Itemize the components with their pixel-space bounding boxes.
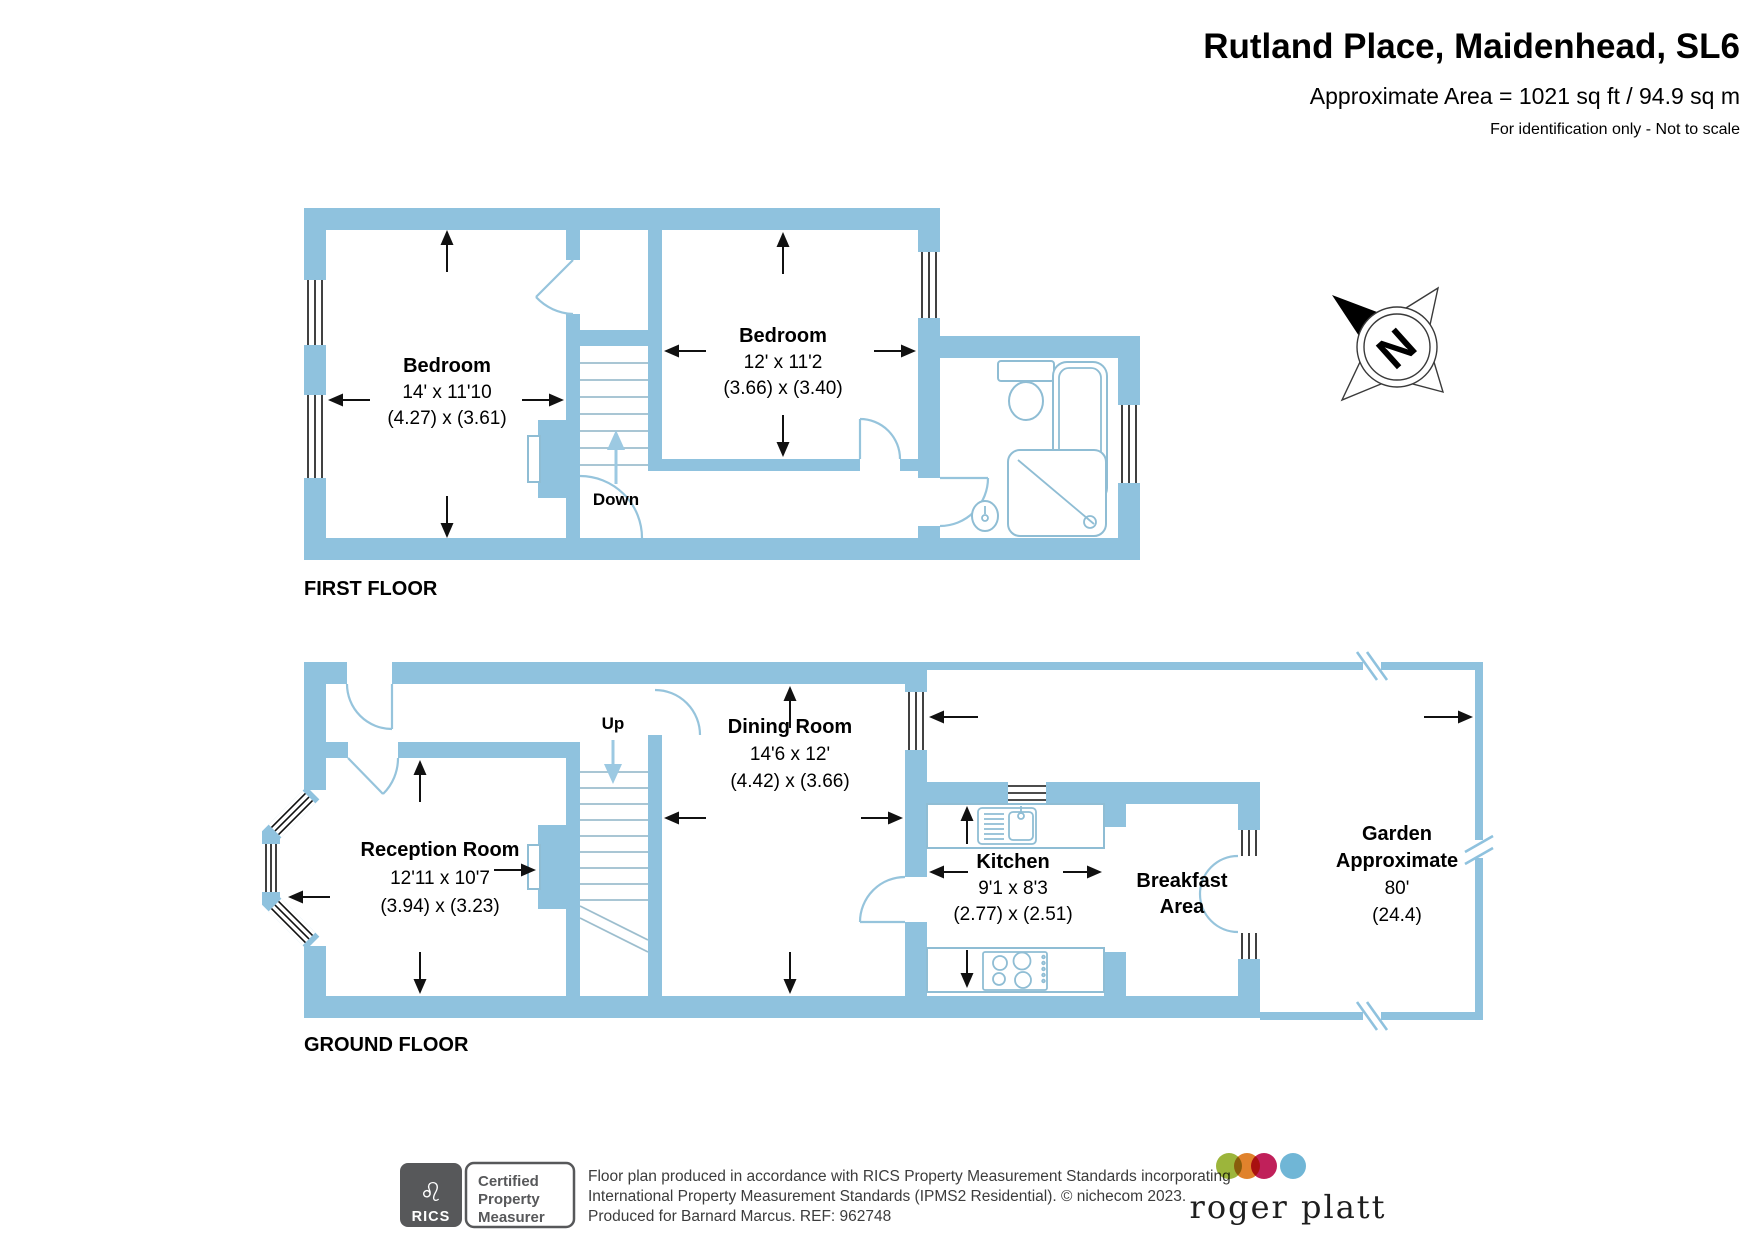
breakfast-line2: Area [1160, 896, 1205, 918]
area-text: Approximate Area = 1021 sq ft / 94.9 sq … [1310, 83, 1740, 109]
reception-dims-m: (3.94) x (3.23) [380, 896, 499, 917]
ground-floor-doors [345, 683, 1239, 934]
roger-platt-logo: roger platt [1190, 1153, 1387, 1226]
ground-floor-windows [905, 692, 1260, 959]
ground-floor-stairs [579, 740, 649, 953]
basin-icon [971, 500, 999, 532]
reception-dims-ft: 12'11 x 10'7 [390, 868, 490, 889]
bedroom1-name: Bedroom [403, 355, 491, 377]
rics-label: RICS [412, 1209, 451, 1225]
certified-line1: Certified [478, 1173, 539, 1190]
stairs-up-arrow-icon [604, 764, 622, 784]
rics-logo: ♌ RICS [400, 1163, 462, 1227]
footer-disclaimer: Floor plan produced in accordance with R… [588, 1168, 1231, 1225]
reception-name: Reception Room [361, 839, 520, 861]
disclaimer-line3: Produced for Barnard Marcus. REF: 962748 [588, 1208, 891, 1225]
ground-floor-plan: Reception Room 12'11 x 10'7 (3.94) x (3.… [262, 651, 1494, 1056]
bathroom-fixtures [971, 360, 1108, 537]
first-floor-dimension-arrows [328, 230, 916, 538]
fireplace-bedroom1 [527, 435, 541, 483]
first-floor-windows [304, 252, 1140, 483]
certified-line2: Property [478, 1191, 540, 1208]
garden-dims-m: (24.4) [1372, 905, 1422, 926]
hob-icon [982, 951, 1048, 991]
stairs-up-label: Up [602, 714, 625, 733]
footer: ♌ RICS Certified Property Measurer Floor… [400, 1153, 1387, 1229]
first-floor-plan: Bedroom 14' x 11'10 (4.27) x (3.61) Bedr… [304, 208, 1140, 600]
kitchen-name: Kitchen [976, 851, 1049, 873]
dining-name: Dining Room [728, 716, 852, 738]
brand-circle-green [1216, 1153, 1242, 1179]
brand-name: roger platt [1190, 1188, 1387, 1226]
garden-label: Garden Approximate 80' (24.4) [1336, 823, 1458, 926]
bay-window [262, 786, 320, 950]
compass-rose-icon: N [1332, 286, 1445, 402]
garden-break-marks [1355, 651, 1494, 1031]
certified-property-measurer-badge: Certified Property Measurer [464, 1161, 576, 1229]
dining-label: Dining Room 14'6 x 12' (4.42) x (3.66) [728, 716, 852, 792]
bedroom1-dims-m: (4.27) x (3.61) [387, 408, 506, 429]
garden-line2: Approximate [1336, 850, 1458, 872]
first-floor-walls [304, 208, 1140, 560]
bedroom1-dims-ft: 14' x 11'10 [402, 382, 491, 403]
bedroom2-dims-m: (3.66) x (3.40) [723, 378, 842, 399]
kitchen-dims-m: (2.77) x (2.51) [953, 904, 1072, 925]
garden-line1: Garden [1362, 823, 1432, 845]
page-title: Rutland Place, Maidenhead, SL6 [1203, 27, 1740, 66]
ground-floor-dimension-arrows [288, 686, 1473, 994]
fireplace-reception [527, 844, 541, 890]
bedroom2-name: Bedroom [739, 325, 827, 347]
breakfast-label: Breakfast Area [1136, 870, 1228, 918]
kitchen-fixtures [926, 803, 1105, 993]
kitchen-dims-ft: 9'1 x 8'3 [978, 878, 1048, 899]
kitchen-label: Kitchen 9'1 x 8'3 (2.77) x (2.51) [953, 851, 1072, 925]
first-floor-title: FIRST FLOOR [304, 578, 438, 600]
breakfast-line1: Breakfast [1136, 870, 1228, 892]
dining-dims-m: (4.42) x (3.66) [730, 771, 849, 792]
bedroom1-label: Bedroom 14' x 11'10 (4.27) x (3.61) [387, 355, 506, 429]
bedroom2-label: Bedroom 12' x 11'2 (3.66) x (3.40) [723, 325, 842, 399]
scale-note: For identification only - Not to scale [1490, 121, 1740, 138]
kitchen-counter-top [926, 803, 1105, 849]
ground-floor-walls [304, 662, 1483, 1020]
stairs-down-arrow-icon [607, 430, 625, 450]
first-floor-stairs [580, 362, 648, 484]
disclaimer-line2: International Property Measurement Stand… [588, 1188, 1186, 1205]
disclaimer-line1: Floor plan produced in accordance with R… [588, 1168, 1231, 1185]
sink-icon [977, 806, 1037, 845]
stairs-down-label: Down [593, 490, 639, 509]
brand-circle-blue [1280, 1153, 1306, 1179]
rics-lion-icon: ♌ [419, 1178, 442, 1208]
shower-icon [1007, 449, 1107, 537]
toilet-icon [997, 360, 1055, 421]
header: Rutland Place, Maidenhead, SL6 Approxima… [1203, 27, 1740, 138]
first-floor-doors [535, 259, 990, 539]
garden-dims-ft: 80' [1385, 878, 1410, 899]
ground-floor-title: GROUND FLOOR [304, 1034, 469, 1056]
bedroom2-dims-ft: 12' x 11'2 [744, 352, 823, 373]
dining-dims-ft: 14'6 x 12' [750, 744, 830, 765]
certified-line3: Measurer [478, 1209, 545, 1226]
reception-label: Reception Room 12'11 x 10'7 (3.94) x (3.… [361, 839, 520, 917]
brand-circle-crimson [1251, 1153, 1277, 1179]
